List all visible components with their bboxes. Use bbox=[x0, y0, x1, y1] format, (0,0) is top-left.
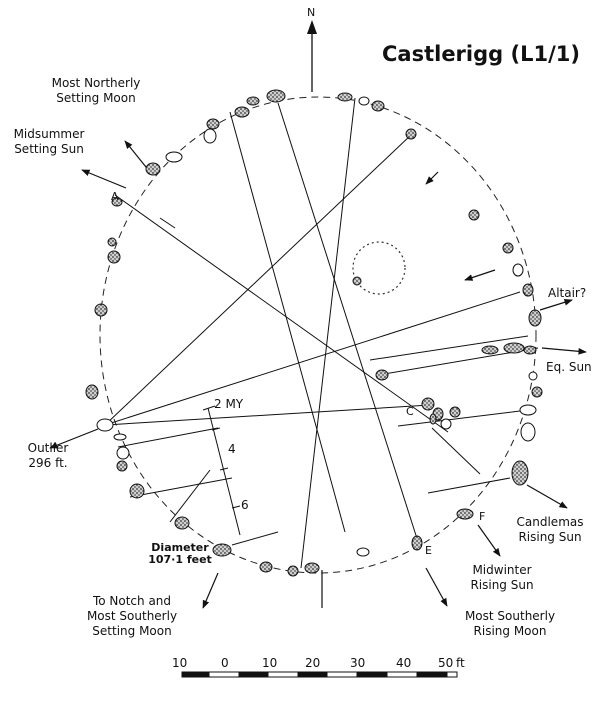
label-outlier: Outlier 296 ft. bbox=[27, 441, 69, 470]
scale-tick-label: 0 bbox=[221, 656, 229, 670]
scale-unit: ft bbox=[456, 656, 465, 670]
north-arrow bbox=[307, 20, 317, 92]
label-diameter: Diameter 107·1 feet bbox=[148, 541, 212, 566]
stones bbox=[85, 89, 543, 577]
label-most-northerly-setting-moon: Most Northerly Setting Moon bbox=[51, 76, 141, 105]
plan-title: Castlerigg (L1/1) bbox=[382, 42, 580, 66]
cairn-circle bbox=[352, 241, 406, 295]
label-2-my: 2 MY bbox=[214, 397, 244, 411]
label-midsummer-setting-sun: Midsummer Setting Sun bbox=[13, 127, 85, 156]
point-f: F bbox=[479, 510, 486, 523]
scale-tick-label: 20 bbox=[305, 656, 321, 670]
label-midwinter-rising-sun: Midwinter Rising Sun bbox=[470, 563, 534, 592]
point-a: A bbox=[111, 190, 119, 203]
direction-arrows bbox=[49, 140, 587, 609]
scale-tick-label: 40 bbox=[396, 656, 412, 670]
label-candlemas-rising-sun: Candlemas Rising Sun bbox=[516, 515, 584, 544]
point-e: E bbox=[425, 544, 432, 557]
label-4-my: 4 bbox=[228, 442, 236, 456]
label-to-notch: To Notch and Most Southerly Setting Moon bbox=[86, 594, 178, 638]
label-eq-sun: Eq. Sun bbox=[546, 360, 592, 374]
label-6-my: 6 bbox=[241, 498, 249, 512]
scale-tick-label: 50 bbox=[438, 656, 454, 670]
scale-tick-label: 10 bbox=[262, 656, 278, 670]
label-most-southerly-rising-moon: Most Southerly Rising Moon bbox=[464, 609, 556, 638]
alignment-lines bbox=[104, 97, 539, 569]
north-label: N bbox=[307, 6, 316, 19]
my-scale bbox=[202, 405, 241, 536]
stone-ring-outline bbox=[99, 96, 537, 574]
label-altair: Altair? bbox=[548, 286, 587, 300]
feet-scale-bar bbox=[181, 671, 458, 678]
point-c: C bbox=[406, 405, 414, 418]
scale-tick-label: 10 bbox=[172, 656, 188, 670]
scale-tick-label: 30 bbox=[350, 656, 366, 670]
